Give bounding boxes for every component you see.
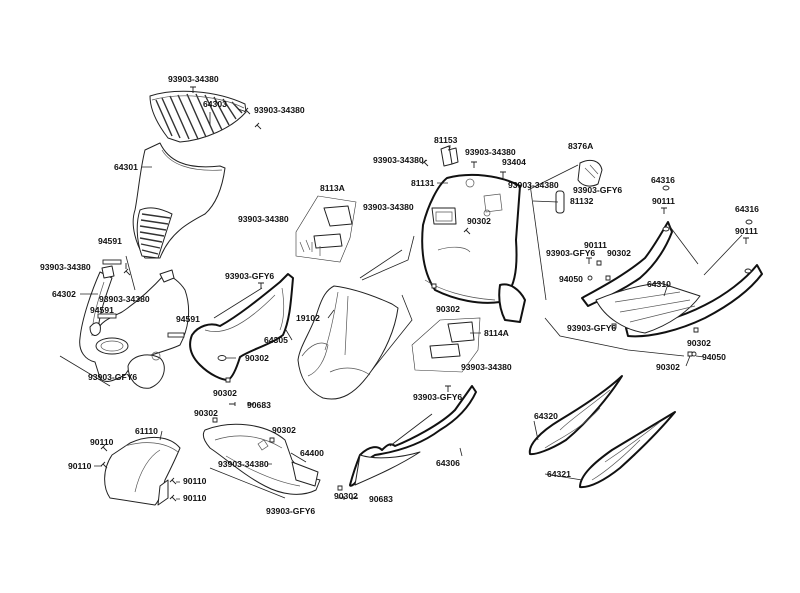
label-94591: 94591 bbox=[98, 236, 122, 246]
part-decal-64320 bbox=[528, 375, 623, 456]
label-19102: 19102 bbox=[296, 313, 320, 323]
part-bulb-assy-8114A bbox=[411, 317, 481, 373]
label-90683: 90683 bbox=[247, 400, 271, 410]
label-90111: 90111 bbox=[652, 196, 675, 206]
part-side-cover-64306 bbox=[349, 385, 477, 487]
label-93404: 93404 bbox=[502, 157, 526, 167]
label-64302: 64302 bbox=[52, 289, 76, 299]
label-90302: 90302 bbox=[334, 491, 358, 501]
label-90110: 90110 bbox=[68, 461, 92, 471]
part-labels: 93903-34380 64303 93903-34380 64301 9459… bbox=[40, 74, 759, 516]
part-fender-61110 bbox=[104, 436, 181, 506]
label-90302: 90302 bbox=[245, 353, 269, 363]
label-90302: 90302 bbox=[272, 425, 296, 435]
label-93903-34380: 93903-34380 bbox=[168, 74, 219, 84]
label-8114A: 8114A bbox=[484, 328, 509, 338]
label-93903-34380: 93903-34380 bbox=[363, 202, 414, 212]
label-90111: 90111 bbox=[735, 226, 758, 236]
part-inner-cover-81131 bbox=[421, 173, 526, 323]
label-90302: 90302 bbox=[194, 408, 218, 418]
label-93903-GFY6: 93903-GFY6 bbox=[567, 323, 616, 333]
label-93903-34380: 93903-34380 bbox=[99, 294, 150, 304]
label-93903-GFY6: 93903-GFY6 bbox=[546, 248, 595, 258]
label-64316: 64316 bbox=[651, 175, 675, 185]
label-93903-GFY6: 93903-GFY6 bbox=[266, 506, 315, 516]
fastener-screw bbox=[258, 282, 264, 289]
emblem-94591 bbox=[167, 332, 185, 338]
label-64310: 64310 bbox=[647, 279, 671, 289]
part-grille-64303 bbox=[149, 90, 247, 143]
fastener-screw bbox=[243, 107, 251, 115]
part-side-cover-64305 bbox=[189, 273, 294, 381]
part-under-cover-64400 bbox=[202, 423, 321, 495]
part-screen-19102 bbox=[297, 285, 399, 400]
emblem-94591 bbox=[97, 313, 117, 319]
part-81153 bbox=[440, 145, 459, 167]
label-64305: 64305 bbox=[264, 335, 288, 345]
label-93903-GFY6: 93903-GFY6 bbox=[573, 185, 622, 195]
label-8113A: 8113A bbox=[320, 183, 345, 193]
label-93903-GFY6: 93903-GFY6 bbox=[225, 271, 274, 281]
label-90302: 90302 bbox=[607, 248, 631, 258]
label-64320: 64320 bbox=[534, 411, 558, 421]
label-94591: 94591 bbox=[176, 314, 200, 324]
label-64316: 64316 bbox=[735, 204, 759, 214]
label-94050: 94050 bbox=[559, 274, 583, 284]
label-93903-34380: 93903-34380 bbox=[40, 262, 91, 272]
label-81131: 81131 bbox=[411, 178, 435, 188]
fastener-group bbox=[100, 159, 753, 502]
label-90302: 90302 bbox=[213, 388, 237, 398]
label-90302: 90302 bbox=[656, 362, 680, 372]
part-decal-64321 bbox=[579, 411, 676, 489]
label-90302: 90302 bbox=[436, 304, 460, 314]
label-93903-34380: 93903-34380 bbox=[254, 105, 305, 115]
label-64321: 64321 bbox=[547, 469, 571, 479]
label-93903-GFY6: 93903-GFY6 bbox=[88, 372, 137, 382]
label-93903-34380: 93903-34380 bbox=[465, 147, 516, 157]
label-64301: 64301 bbox=[114, 162, 138, 172]
label-93903-34380: 93903-34380 bbox=[373, 155, 424, 165]
label-64306: 64306 bbox=[436, 458, 460, 468]
label-81132: 81132 bbox=[570, 196, 594, 206]
label-94591: 94591 bbox=[90, 305, 114, 315]
label-93903-GFY6: 93903-GFY6 bbox=[413, 392, 462, 402]
emblem-94591 bbox=[102, 259, 122, 265]
label-64400: 64400 bbox=[300, 448, 324, 458]
label-61110: 61110 bbox=[135, 426, 158, 436]
label-90302: 90302 bbox=[467, 216, 491, 226]
label-leaders bbox=[80, 108, 705, 500]
part-front-cover-64302 bbox=[79, 265, 190, 389]
label-90110: 90110 bbox=[90, 437, 114, 447]
fastener-screw bbox=[254, 122, 262, 130]
label-90302: 90302 bbox=[687, 338, 711, 348]
label-90110: 90110 bbox=[183, 476, 207, 486]
label-8376A: 8376A bbox=[568, 141, 593, 151]
label-93903-34380: 93903-34380 bbox=[238, 214, 289, 224]
label-64303: 64303 bbox=[203, 99, 227, 109]
label-90110: 90110 bbox=[183, 493, 207, 503]
part-floor-panel-64310 bbox=[581, 221, 763, 338]
label-81153: 81153 bbox=[434, 135, 458, 145]
label-93903-34380: 93903-34380 bbox=[461, 362, 512, 372]
label-90111: 90111 bbox=[584, 240, 607, 250]
part-front-cover-64301 bbox=[132, 142, 226, 259]
label-90683: 90683 bbox=[369, 494, 393, 504]
part-bulb-assy-8113A bbox=[295, 195, 357, 263]
fastener-screw bbox=[190, 86, 196, 93]
label-93903-34380: 93903-34380 bbox=[218, 459, 269, 469]
label-93903-34380: 93903-34380 bbox=[508, 180, 559, 190]
label-94050: 94050 bbox=[702, 352, 726, 362]
